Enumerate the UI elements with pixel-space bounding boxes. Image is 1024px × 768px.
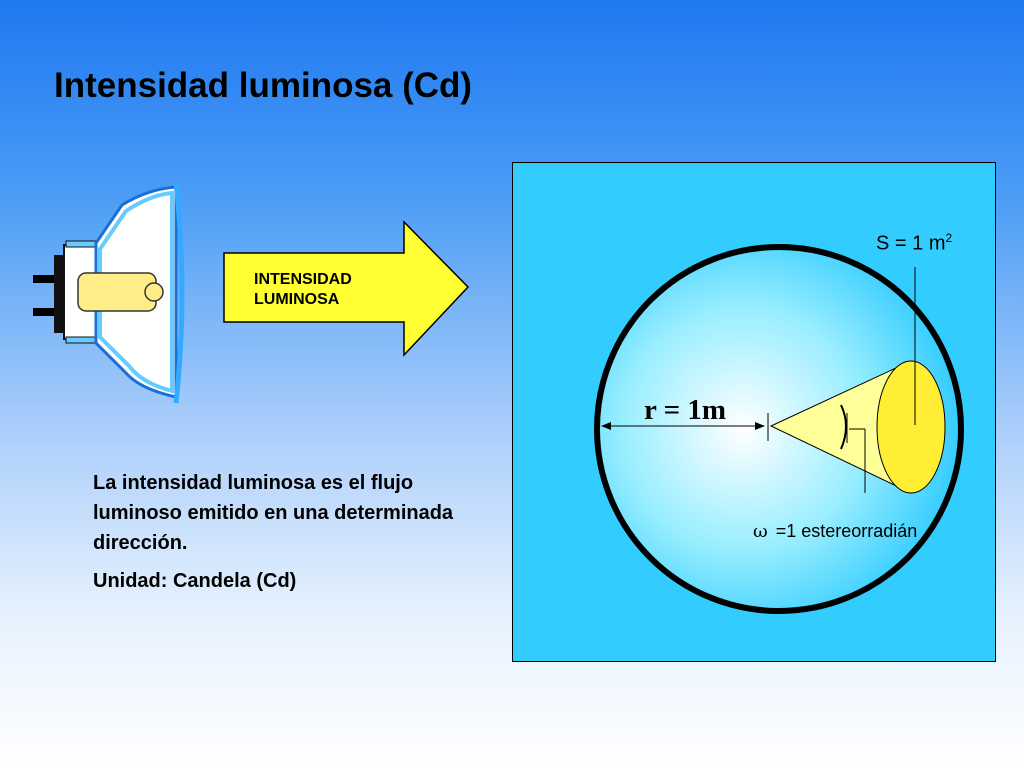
sphere-diagram-panel: S = 1 m2 r = 1m ω =1 estereorradián (512, 162, 996, 662)
surface-area (876, 360, 946, 494)
radius-label: r = 1m (644, 394, 727, 426)
lamp-pin-top (33, 275, 59, 283)
unit-text: Unidad: Candela (Cd) (93, 570, 297, 592)
lamp-lens (173, 182, 185, 404)
arrow-label: INTENSIDAD LUMINOSA (254, 270, 404, 310)
reflector-lamp-icon (30, 175, 200, 415)
surface-label: S = 1 m2 (876, 231, 953, 255)
omega-label: =1 estereorradián (775, 521, 918, 541)
description-block: La intensidad luminosa es el flujo lumin… (93, 468, 473, 596)
page-title: Intensidad luminosa (Cd) (54, 66, 473, 105)
description-text: La intensidad luminosa es el flujo lumin… (93, 472, 454, 554)
solid-angle-label: ω =1 estereorradián (753, 521, 917, 542)
lamp-pin-bottom (33, 308, 59, 316)
surface-exponent: 2 (945, 231, 953, 245)
arrow-label-line2: LUMINOSA (254, 291, 340, 308)
intensity-arrow (223, 220, 470, 357)
omega-symbol: ω (753, 521, 768, 542)
angle-arc (840, 404, 847, 450)
arrow-label-line1: INTENSIDAD (254, 271, 352, 288)
right-arrow-icon (223, 220, 470, 357)
